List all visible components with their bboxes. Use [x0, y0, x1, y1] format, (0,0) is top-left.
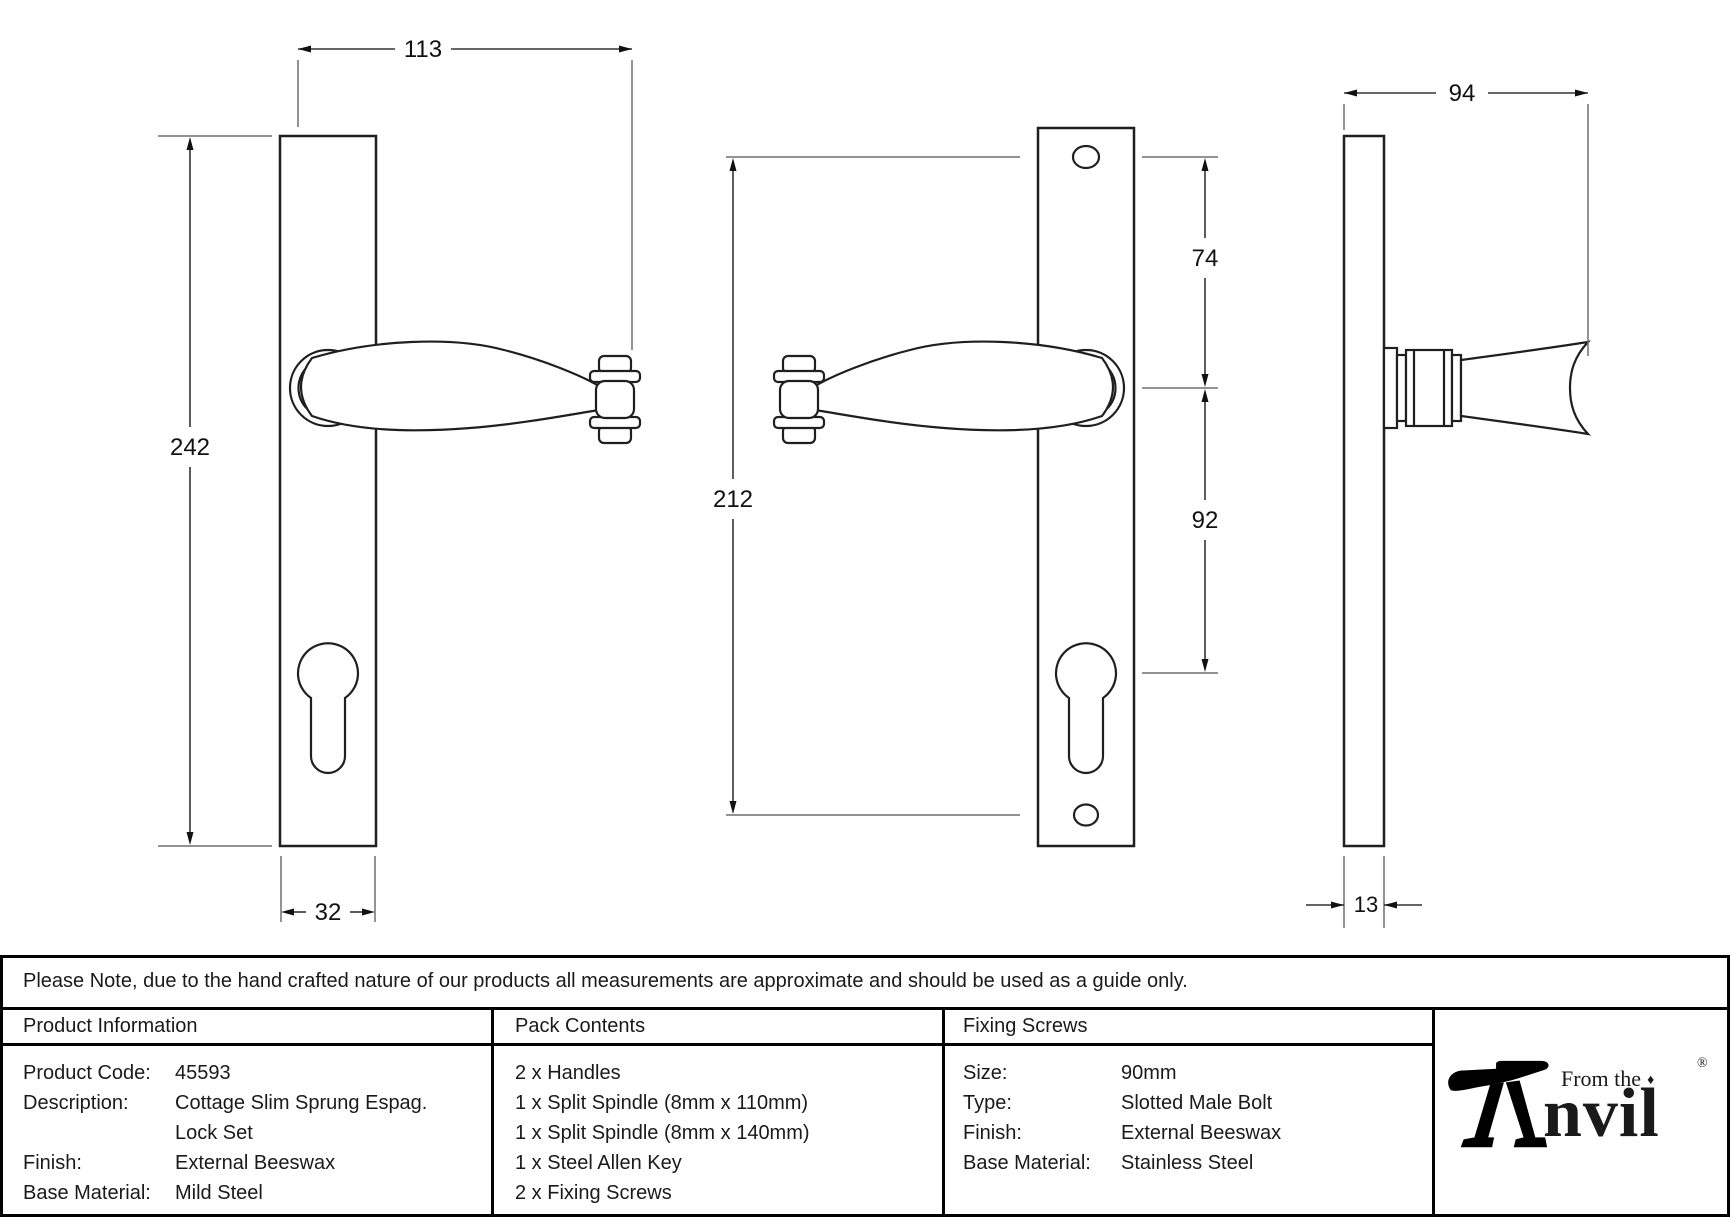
top-screw-hole [1071, 144, 1101, 170]
product-info-table: Product Information Pack Contents Fixing… [0, 1007, 1730, 1217]
header-pack-contents: Pack Contents [494, 1010, 945, 1046]
list-item: 1 x Split Spindle (8mm x 140mm) [515, 1122, 810, 1144]
table-row: Base Material: Stainless Steel [963, 1148, 1432, 1178]
backplate-front-2 [1036, 126, 1136, 848]
row-label: Finish: [23, 1152, 82, 1174]
from-the-anvil-logo: From the ♦ nvil ® [1445, 1048, 1717, 1176]
row-label: Base Material: [963, 1152, 1091, 1174]
logo-prefix-text: From the [1561, 1066, 1642, 1091]
list-item: 1 x Steel Allen Key [515, 1152, 682, 1174]
logo-nvil-text: nvil [1543, 1075, 1660, 1152]
row-label: Finish: [963, 1122, 1022, 1144]
logo-from-the: From the ♦ [1561, 1066, 1654, 1092]
table-row: Lock Set [23, 1118, 491, 1148]
table-row: Size: 90mm [963, 1058, 1432, 1088]
euro-keyhole-2 [1054, 642, 1118, 775]
row-value: Cottage Slim Sprung Espag. [175, 1092, 428, 1114]
dim-side-projection: 94 [1449, 80, 1476, 107]
bottom-screw-hole [1072, 803, 1100, 827]
row-value: External Beeswax [1121, 1122, 1282, 1144]
list-item: 2 x Handles [515, 1062, 621, 1084]
dim-handle-to-cylinder: 92 [1192, 507, 1219, 534]
dimension-lines [189, 48, 1588, 913]
row-label: Size: [963, 1062, 1008, 1084]
side-view [1342, 134, 1591, 848]
header-pack-contents-label: Pack Contents [515, 1015, 646, 1037]
collar-ring-2 [1450, 353, 1463, 423]
extension-lines [158, 60, 1589, 928]
table-row: Description: Cottage Slim Sprung Espag. [23, 1088, 491, 1118]
product-information-cell: Product Code: 45593 Description: Cottage S… [3, 1046, 494, 1214]
list-item: 1 x Split Spindle (8mm x 110mm) [515, 1092, 809, 1114]
backplate-side [1342, 134, 1386, 848]
pack-contents-cell: 2 x Handles 1 x Split Spindle (8mm x 110… [494, 1046, 945, 1214]
clevis-bracket-2 [778, 379, 820, 420]
table-row: Finish: External Beeswax [23, 1148, 491, 1178]
dim-screw-to-handle: 74 [1192, 245, 1219, 272]
rose-side [1382, 346, 1399, 430]
measurement-note: Please Note, due to the hand crafted nat… [0, 955, 1730, 1007]
row-label: Description: [23, 1092, 129, 1114]
dim-screw-centres: 212 [713, 486, 753, 513]
header-fixing-screws: Fixing Screws [945, 1010, 1435, 1046]
front-view-handle-right [278, 134, 642, 848]
row-value: Slotted Male Bolt [1121, 1092, 1273, 1114]
row-value: Mild Steel [175, 1182, 263, 1204]
row-label: Base Material: [23, 1182, 151, 1204]
brand-logo-cell: From the ♦ nvil ® [1435, 1010, 1727, 1214]
dimension-arrows [186, 45, 1588, 916]
row-value: Stainless Steel [1121, 1152, 1254, 1174]
euro-keyhole [296, 642, 360, 775]
technical-drawing: 113 242 32 212 74 92 94 13 [158, 36, 1591, 928]
backplate-front [278, 134, 378, 848]
diamond-icon: ♦ [1647, 1073, 1655, 1088]
dim-front-height: 242 [170, 434, 210, 461]
table-row: Product Code: 45593 [23, 1058, 491, 1088]
table-row: Finish: External Beeswax [963, 1118, 1432, 1148]
row-value: 45593 [175, 1062, 231, 1084]
clevis-bracket [594, 379, 636, 420]
table-row: Type: Slotted Male Bolt [963, 1088, 1432, 1118]
registered-trademark-icon: ® [1697, 1056, 1708, 1071]
lever-handle [300, 340, 601, 432]
fixing-screws-cell: Size: 90mm Type: Slotted Male Bolt Finish:… [945, 1046, 1435, 1214]
row-label: Product Code: [23, 1062, 151, 1084]
table-row: Base Material: Mild Steel [23, 1178, 491, 1208]
row-value: 90mm [1121, 1062, 1177, 1084]
dim-plate-width: 32 [315, 899, 342, 926]
dimension-labels: 113 242 32 212 74 92 94 13 [170, 36, 1475, 926]
dim-front-width: 113 [404, 36, 442, 63]
row-label: Type: [963, 1092, 1012, 1114]
lever-side-grip [1459, 340, 1591, 436]
front-view-handle-left [772, 126, 1136, 848]
measurement-note-text: Please Note, due to the hand crafted nat… [23, 970, 1188, 992]
lever-handle-2 [813, 340, 1114, 432]
dim-plate-thickness: 13 [1354, 892, 1378, 917]
row-value: Lock Set [175, 1122, 253, 1144]
collar-ring-1 [1395, 353, 1408, 423]
header-fixing-screws-label: Fixing Screws [963, 1015, 1088, 1037]
list-item: 2 x Fixing Screws [515, 1182, 672, 1204]
header-product-information-label: Product Information [23, 1015, 198, 1037]
row-value: External Beeswax [175, 1152, 336, 1174]
anvil-icon [1448, 1060, 1549, 1148]
header-product-information: Product Information [3, 1010, 494, 1046]
